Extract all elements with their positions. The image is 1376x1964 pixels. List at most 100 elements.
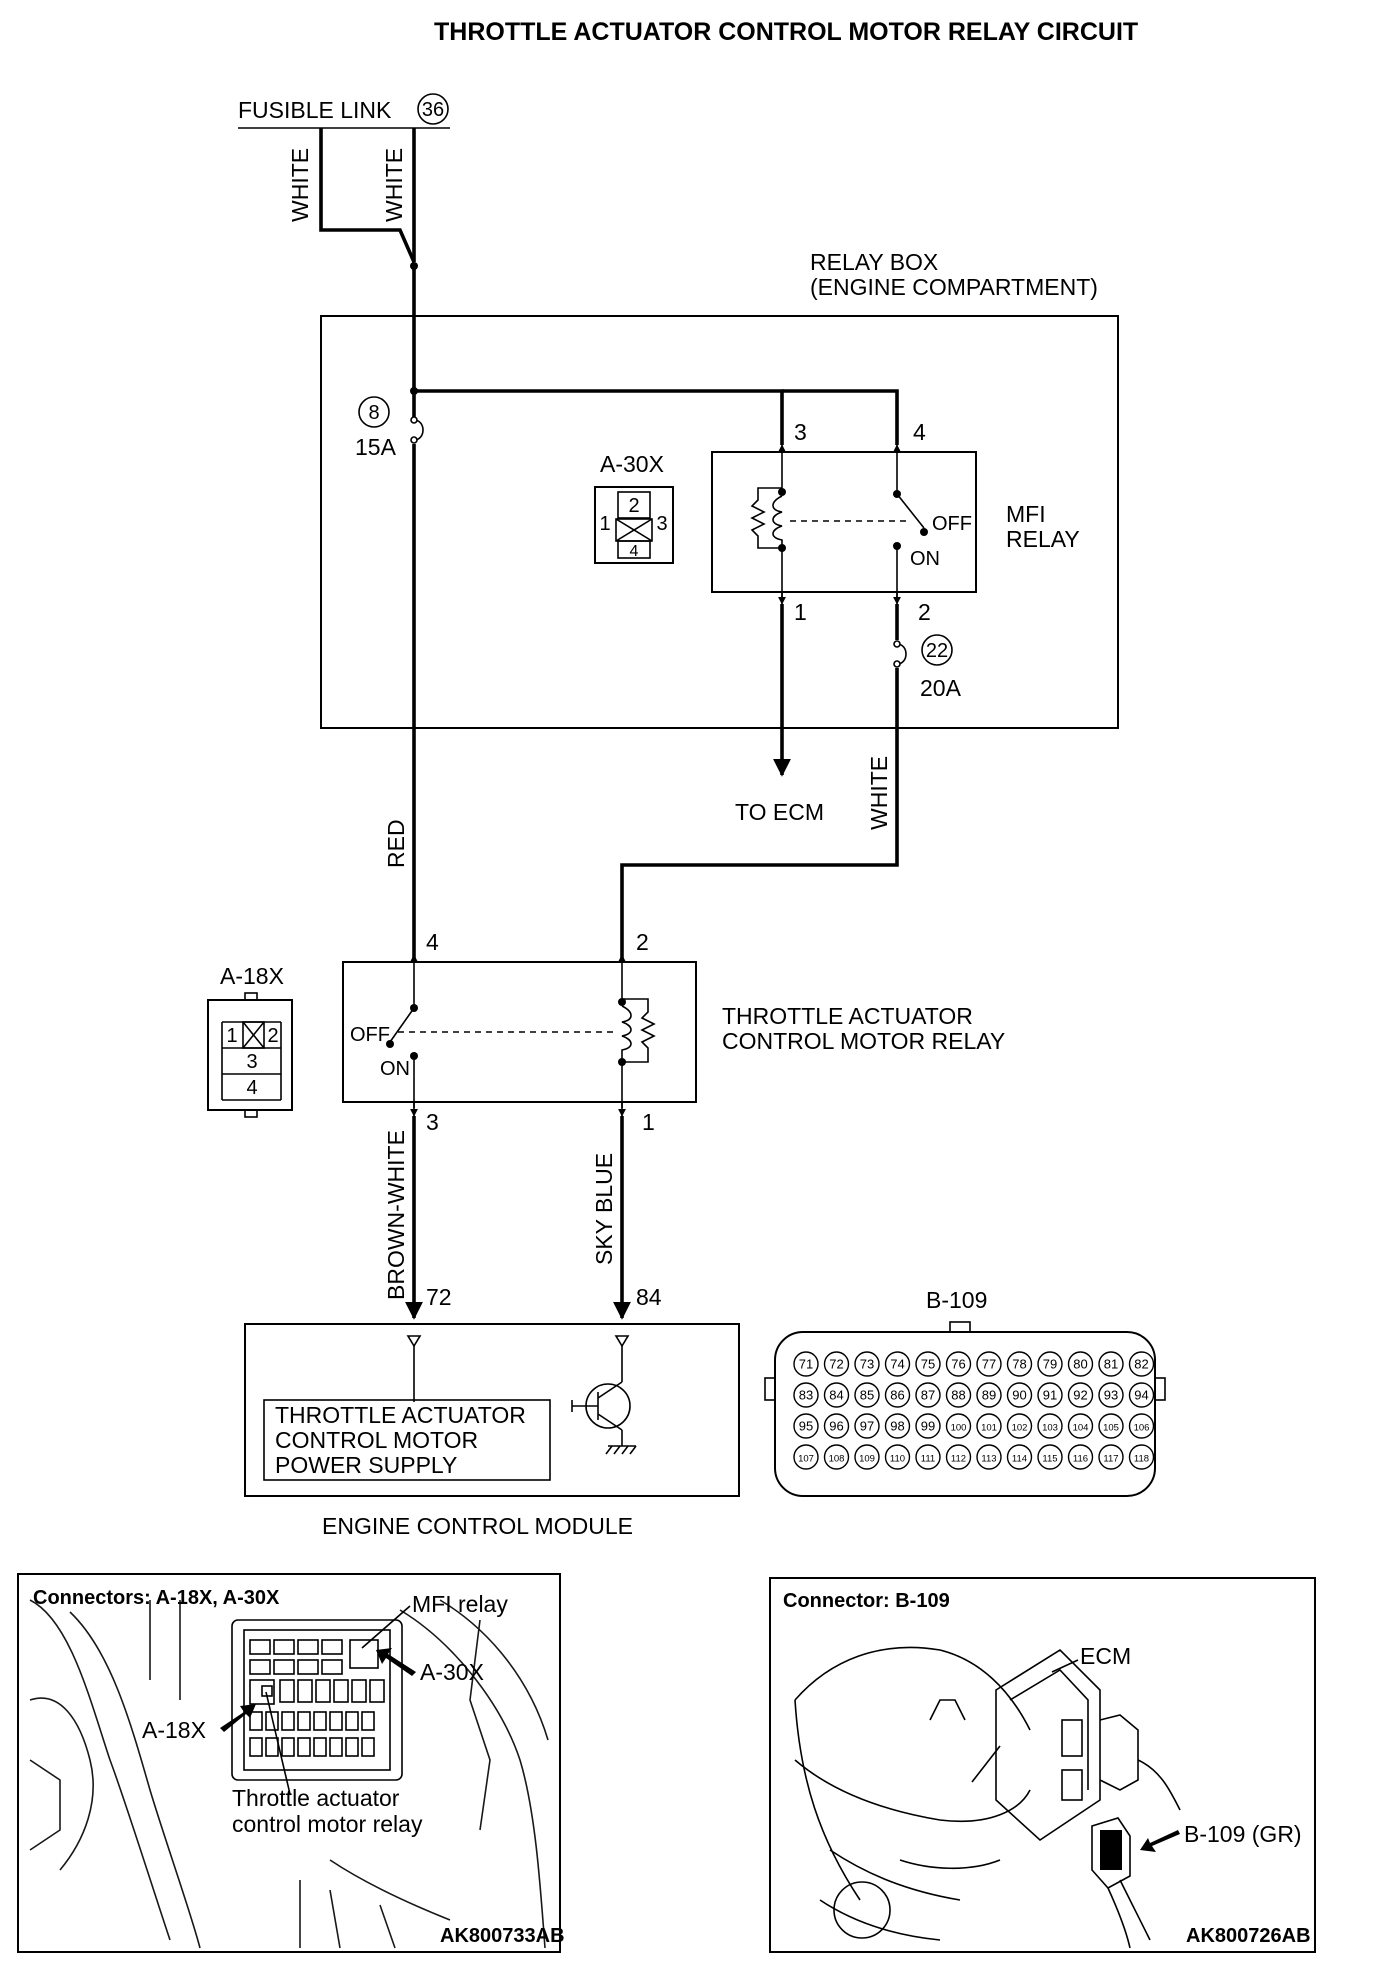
panel-right-code: AK800726AB [1186,1925,1311,1947]
b109-pin-label-95: 95 [799,1419,813,1434]
b109-pin-95 [793,1413,819,1439]
b109-pin-103 [1037,1413,1063,1439]
mfi-relay-label-2: RELAY [1006,526,1080,552]
wire-label-sky-blue: SKY BLUE [591,1153,617,1265]
b109-pin-115 [1037,1444,1063,1470]
svg-text:3: 3 [246,1051,257,1073]
b109-pin-76 [945,1351,972,1377]
b109-pin-77 [976,1351,1002,1377]
b109-pin-label-72: 72 [829,1357,843,1372]
b109-pin-label-88: 88 [951,1388,965,1403]
fuse-8-rating: 15A [355,434,397,460]
b109-pin-label-102: 102 [1012,1423,1028,1434]
b109-pin-102 [1006,1413,1033,1439]
svg-text:B-109: B-109 [926,1287,987,1313]
fuse-22: 22 20A [893,634,962,701]
b109-pin-label-97: 97 [860,1419,874,1434]
b109-pin-label-100: 100 [951,1423,967,1434]
b109-pin-87 [915,1382,941,1408]
b109-pin-label-91: 91 [1043,1388,1057,1403]
relay-box [320,315,1119,729]
relay-box-label-1: RELAY BOX [810,249,938,275]
wire-white-fuse22 [620,668,899,960]
b109-pin-91 [1037,1382,1063,1408]
svg-text:ON: ON [910,548,940,570]
b109-pin-label-93: 93 [1104,1388,1118,1403]
b109-pin-label-96: 96 [829,1419,843,1434]
mfi-relay: 3 4 OFF ON MFI RELAY 1 2 [711,419,1080,625]
svg-text:ON: ON [380,1058,410,1080]
connector-a30x-label: A-30X [600,451,664,477]
b109-pin-label-90: 90 [1012,1388,1026,1403]
b109-pin-label-115: 115 [1042,1454,1057,1465]
b109-pin-89 [976,1382,1002,1408]
b109-pin-72 [823,1351,850,1377]
fusible-link: FUSIBLE LINK 36 [238,93,450,129]
b109-pin-73 [854,1351,880,1377]
b109-pin-label-87: 87 [921,1388,935,1403]
wire-label-white-fuse22: WHITE [866,756,892,830]
b109-pin-label-117: 117 [1103,1454,1118,1465]
panel-left-tac-2: control motor relay [232,1811,423,1837]
panel-left-a30x: A-30X [420,1659,484,1685]
svg-text:1: 1 [599,513,610,535]
b109-pin-118 [1128,1444,1155,1470]
b109-pin-78 [1006,1351,1033,1377]
svg-text:4: 4 [246,1077,257,1099]
wire-label-brown-white: BROWN-WHITE [383,1130,409,1300]
b109-pin-93 [1098,1382,1124,1408]
svg-text:OFF: OFF [932,513,972,535]
b109-pin-79 [1037,1351,1063,1377]
b109-pin-label-73: 73 [860,1357,874,1372]
svg-text:20A: 20A [920,675,962,701]
b109-pin-113 [976,1444,1002,1470]
panel-left-code: AK800733AB [440,1925,565,1947]
b109-pin-85 [854,1382,880,1408]
b109-pin-84 [823,1382,850,1408]
svg-text:1: 1 [226,1025,237,1047]
b109-pin-label-94: 94 [1134,1388,1148,1403]
b109-pin-114 [1006,1444,1033,1470]
b109-pin-label-98: 98 [890,1419,904,1434]
relay-box-label-2: (ENGINE COMPARTMENT) [810,274,1098,300]
b109-pin-label-113: 113 [981,1454,996,1465]
svg-text:84: 84 [636,1284,662,1310]
b109-pin-label-81: 81 [1104,1357,1118,1372]
svg-text:4: 4 [630,543,639,560]
b109-pin-label-107: 107 [798,1454,814,1465]
b109-pin-label-84: 84 [829,1388,843,1403]
connector-a18x: A-18X 1 2 3 4 [207,963,293,1118]
b109-pin-81 [1098,1351,1124,1377]
b109-pin-101 [976,1413,1002,1439]
wire-label-white-right: WHITE [381,148,407,222]
b109-pin-label-101: 101 [981,1423,997,1434]
b109-pin-96 [823,1413,850,1439]
b109-pin-label-105: 105 [1103,1423,1119,1434]
b109-pin-86 [884,1382,911,1408]
b109-pin-label-75: 75 [921,1357,935,1372]
diagram-title: THROTTLE ACTUATOR CONTROL MOTOR RELAY CI… [434,18,1138,46]
b109-pin-107 [793,1444,819,1470]
b109-pin-label-118: 118 [1134,1454,1149,1465]
svg-text:3: 3 [656,513,667,535]
b109-pin-100 [945,1413,972,1439]
b109-pin-label-82: 82 [1134,1357,1148,1372]
b109-pin-label-76: 76 [951,1357,965,1372]
b109-pin-108 [823,1444,850,1470]
b109-pin-label-86: 86 [890,1388,904,1403]
b109-pin-111 [915,1444,941,1470]
wire-label-red: RED [383,819,409,868]
svg-text:CONTROL MOTOR: CONTROL MOTOR [275,1427,478,1453]
wire-feed-mfi [414,389,784,445]
b109-pin-74 [884,1351,911,1377]
b109-pin-label-74: 74 [890,1357,904,1372]
svg-text:4: 4 [913,419,926,445]
svg-text:2: 2 [267,1025,278,1047]
panel-connectors-a18x-a30x: Connectors: A-18X, A-30X MFI relay A-30X… [17,1573,565,1953]
panel-right-ecm: ECM [1080,1643,1131,1669]
b109-pin-110 [884,1444,911,1470]
splice-point-2 [410,387,418,395]
b109-pin-label-104: 104 [1073,1423,1089,1434]
b109-pin-94 [1128,1382,1155,1408]
